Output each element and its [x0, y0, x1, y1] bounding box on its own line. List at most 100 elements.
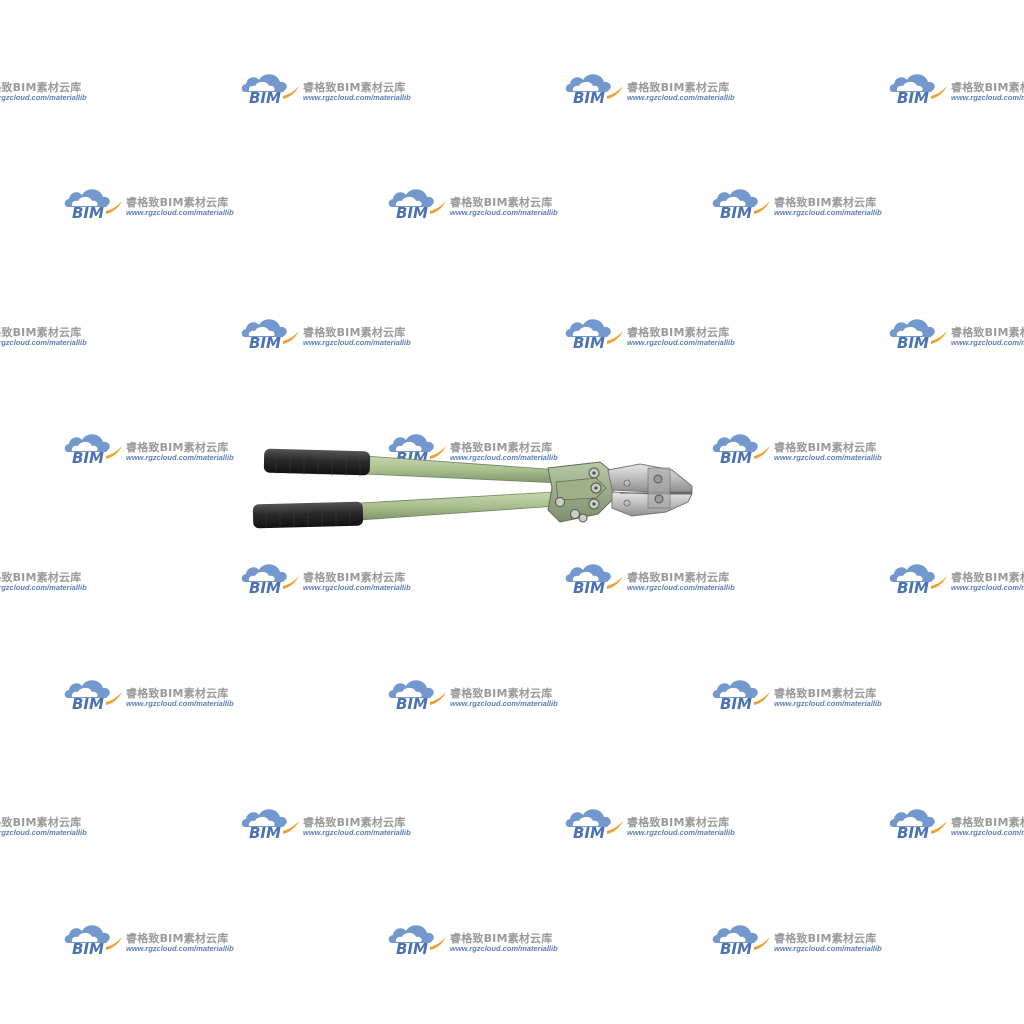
- logo-text: BIM: [897, 579, 929, 596]
- logo-text: BIM: [897, 334, 929, 351]
- watermark-url: www.rgzcloud.com/materiallib: [627, 93, 735, 102]
- watermark-url: www.rgzcloud.com/materiallib: [627, 583, 735, 592]
- watermark-url: www.rgzcloud.com/materiallib: [0, 93, 87, 102]
- logo-text: BIM: [72, 695, 104, 712]
- logo-text: BIM: [396, 695, 428, 712]
- cloud-logo-icon: BIM: [565, 564, 623, 596]
- watermark-site-name: 睿格致BIM素材云库: [627, 81, 730, 94]
- cloud-logo-icon: BIM: [64, 434, 122, 466]
- cloud-logo-icon: BIM: [565, 319, 623, 351]
- watermark-tile: BIM 睿格致BIM素材云库www.rgzcloud.com/materialli…: [887, 805, 1024, 841]
- watermark-site-name: 睿格致BIM素材云库: [450, 441, 553, 454]
- watermark-site-name: 睿格致BIM素材云库: [774, 687, 877, 700]
- watermark-url: www.rgzcloud.com/materiallib: [450, 944, 558, 953]
- watermark-site-name: 睿格致BIM素材云库: [450, 932, 553, 945]
- watermark-site-name: 睿格致BIM素材云库: [0, 326, 82, 339]
- logo-text: BIM: [720, 695, 752, 712]
- watermark-site-name: 睿格致BIM素材云库: [303, 571, 406, 584]
- watermark-site-name: 睿格致BIM素材云库: [126, 441, 229, 454]
- watermark-site-name: 睿格致BIM素材云库: [0, 816, 82, 829]
- watermark-site-name: 睿格致BIM素材云库: [774, 441, 877, 454]
- cloud-logo-icon: BIM: [241, 319, 299, 351]
- watermark-site-name: 睿格致BIM素材云库: [627, 571, 730, 584]
- cloud-logo-icon: BIM: [565, 809, 623, 841]
- cloud-logo-icon: BIM: [889, 564, 947, 596]
- watermark-url: www.rgzcloud.com/materiallib: [774, 208, 882, 217]
- logo-text: BIM: [249, 334, 281, 351]
- watermark-site-name: 睿格致BIM素材云库: [627, 326, 730, 339]
- watermark-url: www.rgzcloud.com/materiallib: [126, 453, 234, 462]
- watermark-site-name: 睿格致BIM素材云库: [774, 196, 877, 209]
- cloud-logo-icon: BIM: [64, 925, 122, 957]
- logo-text: BIM: [249, 579, 281, 596]
- cloud-logo-icon: BIM: [64, 189, 122, 221]
- upper-grip: [263, 448, 371, 476]
- watermark-site-name: 睿格致BIM素材云库: [951, 816, 1024, 829]
- watermark-site-name: 睿格致BIM素材云库: [951, 326, 1024, 339]
- watermark-site-name: 睿格致BIM素材云库: [627, 816, 730, 829]
- watermark-site-name: 睿格致BIM素材云库: [303, 326, 406, 339]
- logo-text: BIM: [897, 824, 929, 841]
- watermark-tile: BIM睿格致BIM素材云库www.rgzcloud.com/materialli…: [0, 805, 105, 841]
- lower-handle: [252, 491, 557, 529]
- watermark-url: www.rgzcloud.com/materiallib: [627, 828, 735, 837]
- watermark-url: www.rgzcloud.com/materiallib: [0, 583, 87, 592]
- logo-text: BIM: [720, 204, 752, 221]
- cloud-logo-icon: BIM: [889, 319, 947, 351]
- logo-text: BIM: [249, 89, 281, 106]
- cloud-logo-icon: BIM: [388, 925, 446, 957]
- logo-text: BIM: [72, 940, 104, 957]
- logo-text: BIM: [573, 824, 605, 841]
- watermark-url: www.rgzcloud.com/materiallib: [0, 338, 87, 347]
- cloud-logo-icon: BIM: [388, 189, 446, 221]
- watermark-url: www.rgzcloud.com/materiallib: [126, 699, 234, 708]
- logo-text: BIM: [573, 579, 605, 596]
- logo-text: BIM: [573, 334, 605, 351]
- cloud-logo-icon: BIM: [889, 809, 947, 841]
- cloud-logo-icon: BIM: [889, 74, 947, 106]
- watermark-tile: BIM 睿格致BIM素材云库www.rgzcloud.com/materialli…: [887, 315, 1024, 351]
- watermark-url: www.rgzcloud.com/materiallib: [303, 338, 411, 347]
- logo-text: BIM: [573, 89, 605, 106]
- cloud-logo-icon: BIM: [241, 564, 299, 596]
- watermark-site-name: 睿格致BIM素材云库: [126, 687, 229, 700]
- watermark-url: www.rgzcloud.com/materiallib: [774, 699, 882, 708]
- logo-text: BIM: [720, 449, 752, 466]
- cloud-logo-icon: BIM: [712, 925, 770, 957]
- logo-text: BIM: [897, 89, 929, 106]
- watermark-site-name: 睿格致BIM素材云库: [450, 687, 553, 700]
- logo-text: BIM: [396, 940, 428, 957]
- watermark-url: www.rgzcloud.com/materiallib: [303, 93, 411, 102]
- watermark-site-name: 睿格致BIM素材云库: [303, 816, 406, 829]
- watermark-url: www.rgzcloud.com/materiallib: [951, 338, 1024, 347]
- logo-text: BIM: [72, 449, 104, 466]
- logo-text: BIM: [72, 204, 104, 221]
- watermark-tile: BIM睿格致BIM素材云库www.rgzcloud.com/materialli…: [0, 560, 105, 596]
- watermark-tile: BIM睿格致BIM素材云库www.rgzcloud.com/materialli…: [887, 560, 1024, 596]
- watermark-tile: BIM睿格致BIM素材云库www.rgzcloud.com/materialli…: [887, 70, 1024, 106]
- watermark-site-name: 睿格致BIM素材云库: [774, 932, 877, 945]
- watermark-url: www.rgzcloud.com/materiallib: [951, 93, 1024, 102]
- watermark-url: www.rgzcloud.com/materiallib: [774, 453, 882, 462]
- logo-text: BIM: [249, 824, 281, 841]
- watermark-site-name: 睿格致BIM素材云库: [126, 932, 229, 945]
- logo-text: BIM: [396, 204, 428, 221]
- watermark-url: www.rgzcloud.com/materiallib: [951, 828, 1024, 837]
- watermark-site-name: 睿格致BIM素材云库: [0, 571, 82, 584]
- pivot-linkage: [547, 461, 616, 523]
- cloud-logo-icon: BIM: [712, 434, 770, 466]
- cloud-logo-icon: BIM: [712, 189, 770, 221]
- upper-handle: [263, 448, 561, 484]
